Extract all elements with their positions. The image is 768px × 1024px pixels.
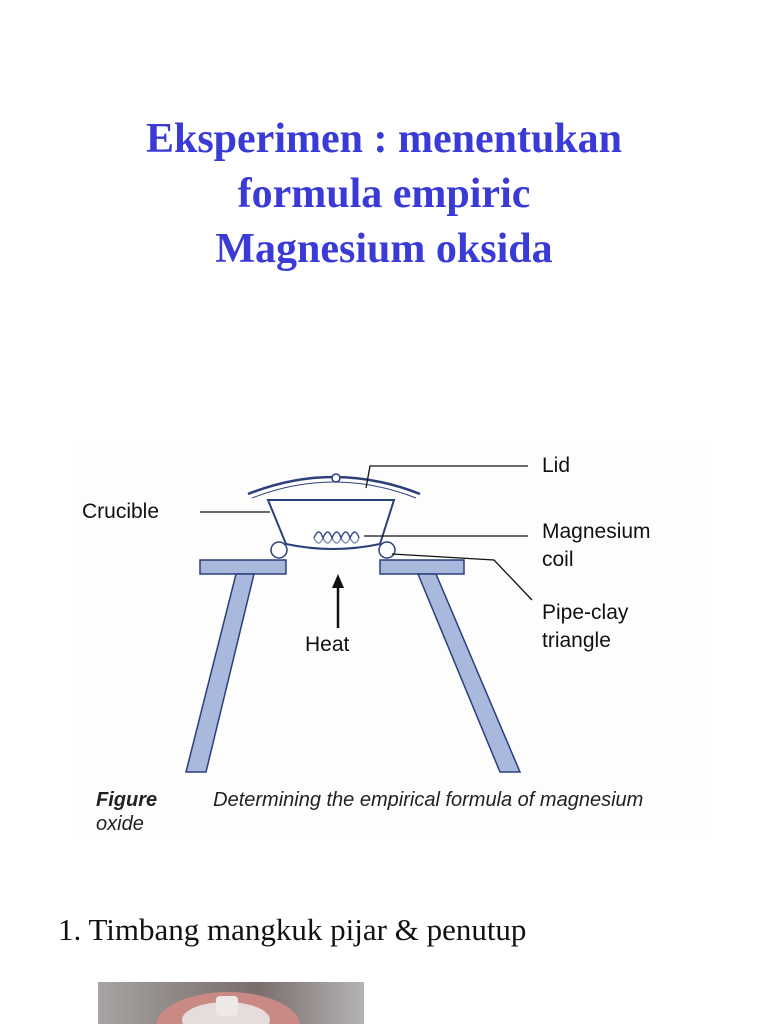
pipe-clay-left: [270, 541, 288, 559]
magnesium-coil: [313, 531, 360, 544]
heat-arrow-head: [332, 574, 344, 588]
title-line-2: formula empiric: [237, 171, 531, 217]
apparatus-diagram: [185, 465, 533, 773]
title-line-1: Eksperimen : menentukan: [145, 116, 623, 162]
caption-text: Determining the empirical formula of mag…: [96, 789, 644, 835]
pipe-clay-right: [378, 541, 396, 559]
crucible-body: [266, 499, 396, 550]
crucible-photo-image: [156, 992, 300, 1024]
label-magnesium-line1: Magnesium: [542, 520, 651, 543]
tripod-right-leg: [416, 573, 522, 773]
slide-title: Eksperimen : menentukan formula empiric …: [0, 112, 768, 277]
title-line-3: Magnesium oksida: [215, 226, 553, 272]
pipeclay-leader: [391, 553, 533, 601]
tripod-right-top: [379, 559, 465, 575]
caption-figure-word: Figure: [96, 789, 158, 811]
label-magnesium: Magnesium coil: [542, 521, 651, 571]
label-heat: Heat: [305, 633, 350, 656]
label-magnesium-line2: coil: [542, 548, 574, 571]
tripod-left-top: [199, 559, 287, 575]
tripod-left-leg: [185, 573, 255, 773]
label-pipe-clay-line2: triangle: [542, 629, 611, 652]
crucible-photo: [98, 982, 364, 1024]
label-lid: Lid: [542, 454, 571, 477]
label-crucible: Crucible: [82, 500, 160, 523]
label-pipe-clay: Pipe-clay triangle: [542, 602, 628, 652]
step-1: 1. Timbang mangkuk pijar & penutup: [58, 912, 527, 947]
lid-knob: [331, 473, 341, 483]
apparatus-figure: Lid Crucible Magnesium coil Pipe-clay tr…: [74, 440, 706, 840]
label-pipe-clay-line1: Pipe-clay: [542, 601, 629, 624]
lid-leader: [365, 465, 528, 489]
